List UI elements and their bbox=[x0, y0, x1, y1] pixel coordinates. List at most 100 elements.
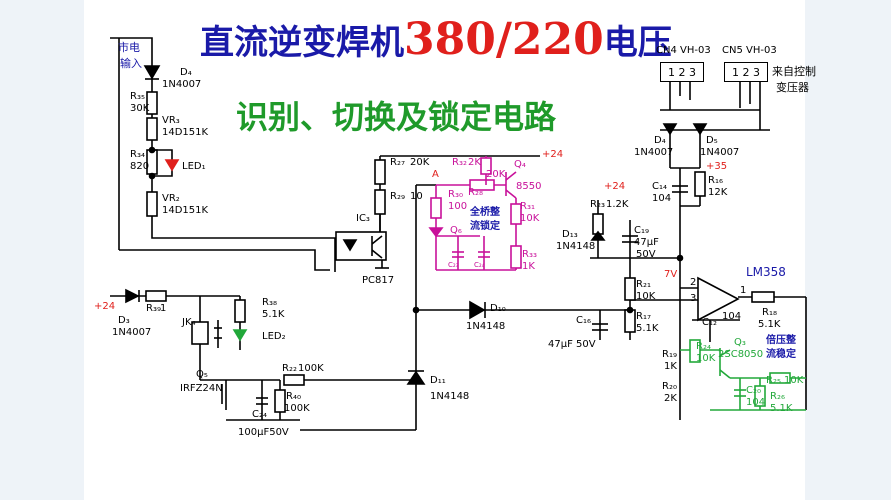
vr3-label: VR₃ bbox=[162, 115, 180, 126]
r33-label: R₃₃ bbox=[522, 249, 537, 260]
r22-label: R₂₂ bbox=[282, 363, 297, 374]
vr2-label: VR₂ bbox=[162, 193, 180, 204]
c12-value: 104 bbox=[722, 311, 742, 322]
d4a-value: 1N4007 bbox=[162, 79, 202, 90]
q5-label: Q₅ bbox=[196, 369, 208, 380]
q3-label: Q₃ bbox=[734, 337, 746, 348]
r39-value: 1 bbox=[160, 303, 167, 314]
mains-label-2: 输入 bbox=[120, 57, 142, 70]
r34-value: 820 bbox=[130, 161, 150, 172]
c19-label: C₁₉ bbox=[634, 225, 649, 236]
lock-note-2: 流锁定 bbox=[470, 221, 500, 232]
plus24-a: +24 bbox=[542, 149, 564, 160]
c24b-value: 100μF50V bbox=[238, 427, 289, 438]
c24b-label: C₂₄ bbox=[252, 409, 267, 420]
r19-label: R₁₉ bbox=[662, 349, 677, 360]
plus24-b: +24 bbox=[604, 181, 626, 192]
r23-value: 1.2K bbox=[606, 199, 629, 210]
d13-value: 1N4148 bbox=[556, 241, 596, 252]
c20-label: C₂₀ bbox=[746, 385, 761, 396]
c14-label: C₁₄ bbox=[652, 181, 667, 192]
d4b-value: 1N4007 bbox=[634, 147, 674, 158]
r20-value: 2K bbox=[664, 393, 677, 404]
doubler-note-2: 流稳定 bbox=[766, 349, 796, 360]
right-margin bbox=[805, 0, 891, 500]
r21-label: R₂₁ bbox=[636, 279, 651, 290]
q4-label: Q₄ bbox=[514, 159, 526, 170]
left-margin bbox=[0, 0, 84, 500]
r40-label: R₄₀ bbox=[286, 391, 301, 402]
r38-label: R₃₈ bbox=[262, 297, 277, 308]
r17-label: R₁₇ bbox=[636, 311, 651, 322]
r28-label: R₂₈ bbox=[468, 187, 483, 198]
r40-value: 100K bbox=[284, 403, 310, 414]
r20-label: R₂₀ bbox=[662, 381, 677, 392]
r17-value: 5.1K bbox=[636, 323, 659, 334]
d11-value: 1N4148 bbox=[430, 391, 470, 402]
r24-value: 10K bbox=[696, 353, 716, 364]
d11-label: D₁₁ bbox=[430, 375, 446, 386]
c12-label: C₁₂ bbox=[702, 317, 717, 328]
r23-label: R₂₃ bbox=[590, 199, 605, 210]
plus24-c: +24 bbox=[94, 301, 116, 312]
doubler-note-1: 倍压整 bbox=[766, 335, 796, 346]
cn5-connector: 1 2 3 bbox=[724, 62, 768, 82]
page-subtitle: 识别、切换及锁定电路 bbox=[236, 98, 557, 136]
from-transformer-1: 来自控制 bbox=[772, 65, 816, 78]
d5-label: D₅ bbox=[706, 135, 718, 146]
r29-label: R₂₉ bbox=[390, 191, 405, 202]
from-transformer-2: 变压器 bbox=[776, 81, 809, 94]
r21-value: 10K bbox=[636, 291, 656, 302]
cn4-label: CN4 VH-03 bbox=[656, 45, 711, 56]
r27-value: 20K bbox=[410, 157, 430, 168]
led1-label: LED₁ bbox=[182, 161, 206, 172]
voltage-ratio: 380/220 bbox=[404, 14, 604, 65]
vr3-value: 14D151K bbox=[162, 127, 209, 138]
jk4-label: JK₄ bbox=[182, 317, 196, 328]
c14-value: 104 bbox=[652, 193, 672, 204]
d3-value: 1N4007 bbox=[112, 327, 152, 338]
q6-label: Q₆ bbox=[450, 225, 462, 236]
lock-note-1: 全桥整 bbox=[470, 207, 500, 218]
r38-value: 5.1K bbox=[262, 309, 285, 320]
pin2-label: 2 bbox=[690, 277, 697, 288]
pc817-label: PC817 bbox=[362, 275, 395, 286]
pin3-label: 3 bbox=[690, 293, 697, 304]
d3-label: D₃ bbox=[118, 315, 130, 326]
c20-value: 104 bbox=[746, 397, 766, 408]
c23-label: C₂₃ bbox=[448, 261, 459, 269]
r27-label: R₂₇ bbox=[390, 157, 405, 168]
lm358-label: LM358 bbox=[746, 265, 786, 279]
v7-label: 7V bbox=[664, 269, 678, 280]
ic3-label: IC₃ bbox=[356, 213, 370, 224]
q3-value: 2SC8050 bbox=[718, 349, 764, 360]
r39-label: R₃₉ bbox=[146, 303, 161, 314]
r30-label: R₃₀ bbox=[448, 189, 463, 200]
r34-label: R₃₄ bbox=[130, 149, 145, 160]
c19-value-1: 47μF bbox=[634, 237, 659, 248]
r18-value: 5.1K bbox=[758, 319, 781, 330]
r25-label: R₂₅ bbox=[766, 375, 781, 386]
r32-label: R₃₂ bbox=[452, 157, 467, 168]
r16-label: R₁₆ bbox=[708, 175, 723, 186]
r31-label: R₃₁ bbox=[520, 201, 535, 212]
cn4-connector: 1 2 3 bbox=[660, 62, 704, 82]
node-a-label: A bbox=[432, 169, 439, 180]
r24-label: R₂₄ bbox=[696, 341, 711, 352]
c16-value: 47μF 50V bbox=[548, 339, 596, 350]
pin1-label: 1 bbox=[740, 285, 747, 296]
r35-value: 30K bbox=[130, 103, 150, 114]
r29-value: 10 bbox=[410, 191, 423, 202]
r35-label: R₃₅ bbox=[130, 91, 145, 102]
led2-label: LED₂ bbox=[262, 331, 286, 342]
plus35: +35 bbox=[706, 161, 728, 172]
r32-value: 2K bbox=[468, 157, 481, 168]
q5-value: IRFZ24N bbox=[180, 383, 223, 394]
d13-label: D₁₃ bbox=[562, 229, 578, 240]
r26-value: 5.1K bbox=[770, 403, 793, 414]
r18-label: R₁₈ bbox=[762, 307, 777, 318]
d5-value: 1N4007 bbox=[700, 147, 740, 158]
